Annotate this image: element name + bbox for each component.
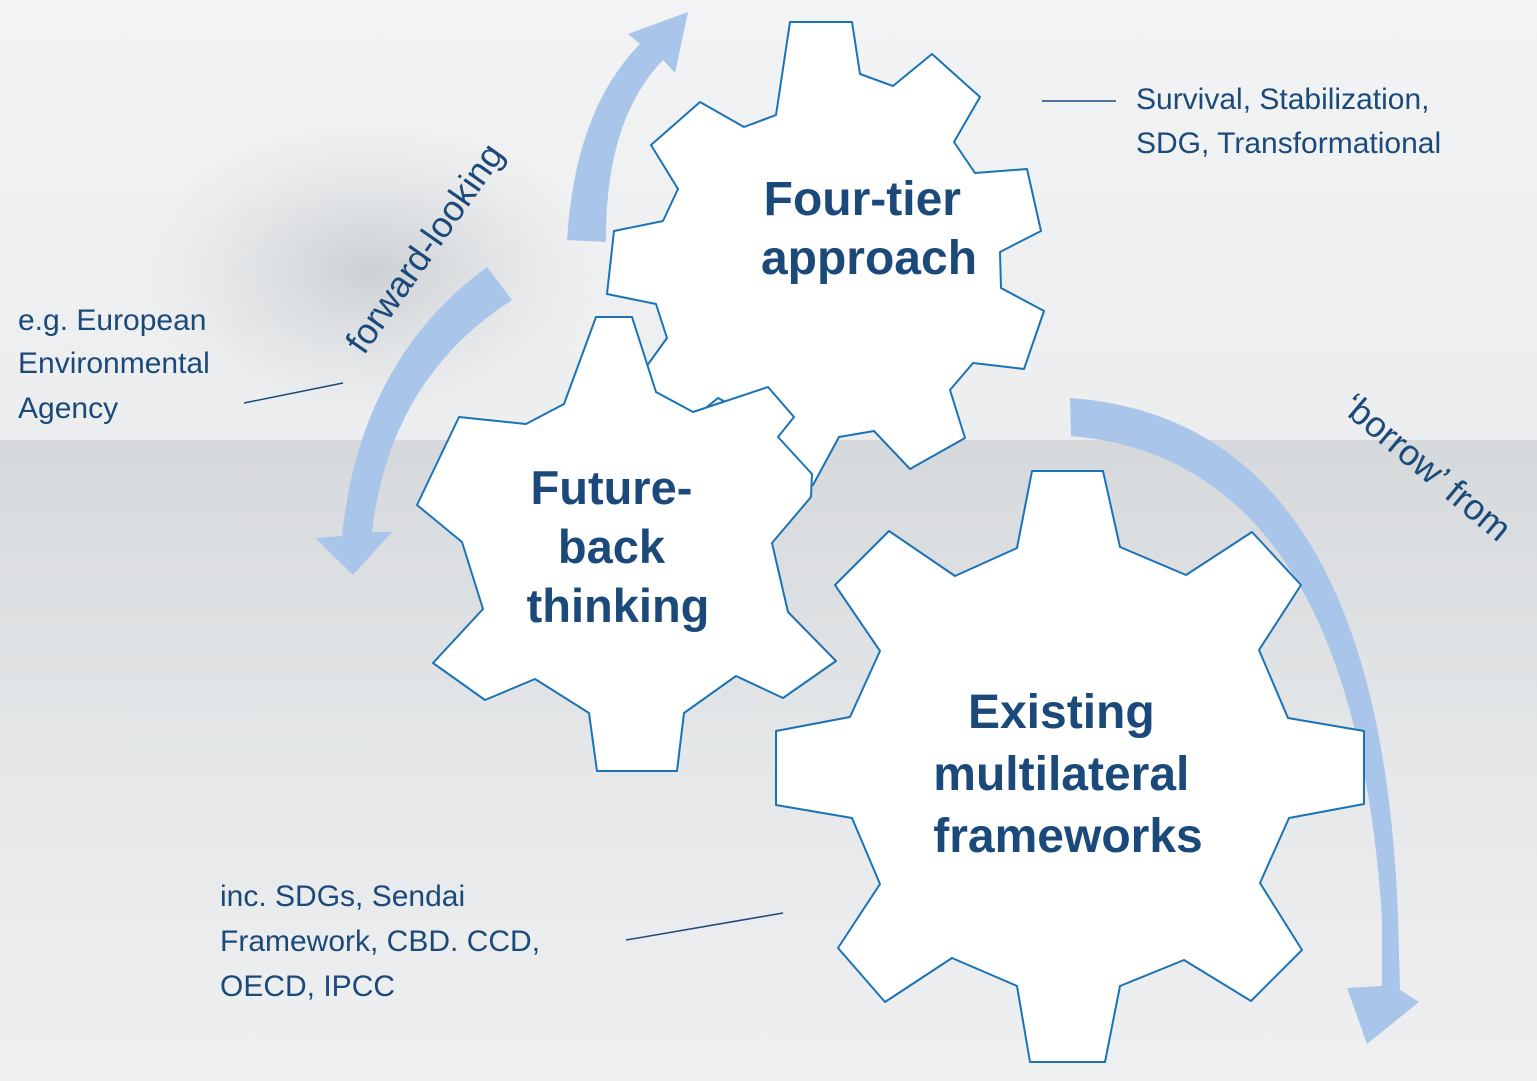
background-tree (140, 120, 600, 420)
forward-looking-arrow (567, 12, 688, 242)
note-existing: inc. SDGs, Sendai Framework, CBD. CCD, O… (220, 880, 548, 1003)
note-four-tier: Survival, Stabilization, SDG, Transforma… (1136, 83, 1441, 160)
gear-title-future-back: Future- back thinking (527, 461, 710, 632)
gear-four-tier (606, 21, 1045, 486)
borrow-from-arrow (1070, 398, 1419, 1044)
note-future-back-line-3: Agency (18, 392, 118, 425)
note-existing-line-3: OECD, IPCC (220, 970, 395, 1003)
gear-future-back (416, 316, 837, 772)
leader-line-existing (625, 912, 784, 941)
gear-title-four-tier-line-1: Four-tier (764, 173, 961, 226)
gear-title-future-back-line-1: Future- (531, 461, 693, 514)
gear-existing (775, 470, 1365, 1063)
note-four-tier-line-2: SDG, Transformational (1136, 127, 1441, 160)
forward-looking-arrow-lower (315, 267, 512, 575)
gear-title-four-tier-line-2: approach (761, 232, 977, 285)
gear-title-four-tier: Four-tier approach (761, 173, 977, 285)
gear-title-existing-line-2: multilateral (933, 748, 1189, 801)
note-future-back-line-2: Environmental (18, 347, 210, 380)
leader-line-future-back (243, 382, 344, 404)
note-future-back: e.g. European Environmental Agency (18, 304, 218, 425)
note-future-back-line-1: e.g. European (18, 304, 206, 337)
note-four-tier-line-1: Survival, Stabilization, (1136, 83, 1429, 116)
gear-title-future-back-line-2: back (558, 520, 666, 573)
note-existing-line-2: Framework, CBD. CCD, (220, 925, 540, 958)
note-existing-line-1: inc. SDGs, Sendai (220, 880, 465, 913)
gear-title-future-back-line-3: thinking (527, 579, 710, 632)
gear-title-existing: Existing multilateral frameworks (933, 686, 1202, 863)
gear-title-existing-line-1: Existing (968, 686, 1155, 739)
gear-title-existing-line-3: frameworks (933, 810, 1202, 863)
